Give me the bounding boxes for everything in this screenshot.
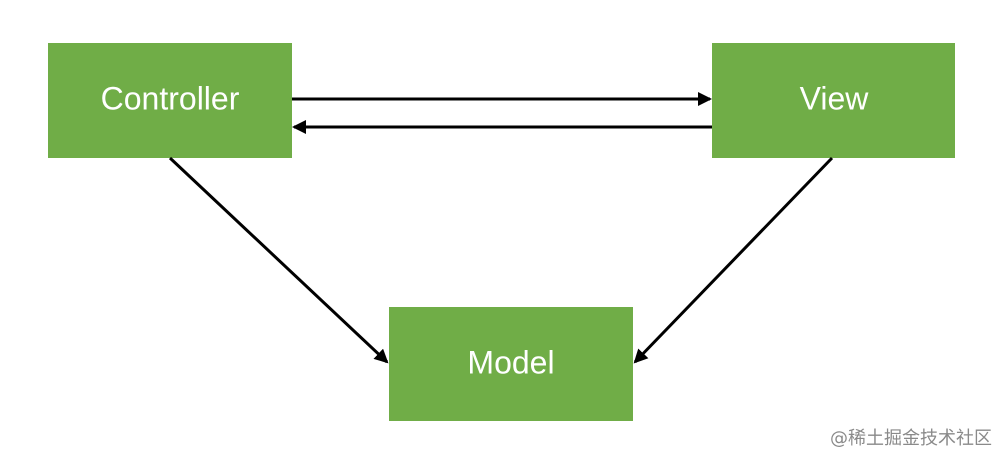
model-label: Model	[467, 344, 554, 380]
view-node: View	[712, 43, 955, 158]
watermark-text: @稀土掘金技术社区	[830, 428, 992, 449]
model-node: Model	[389, 307, 633, 421]
controller-label: Controller	[101, 80, 240, 116]
edge-view-to-model	[633, 156, 834, 364]
controller-box	[48, 43, 292, 158]
view-label: View	[800, 80, 870, 116]
model-box	[389, 307, 633, 421]
view-box	[712, 43, 955, 158]
edge-controller-to-model	[168, 156, 389, 364]
controller-node: Controller	[48, 43, 292, 158]
